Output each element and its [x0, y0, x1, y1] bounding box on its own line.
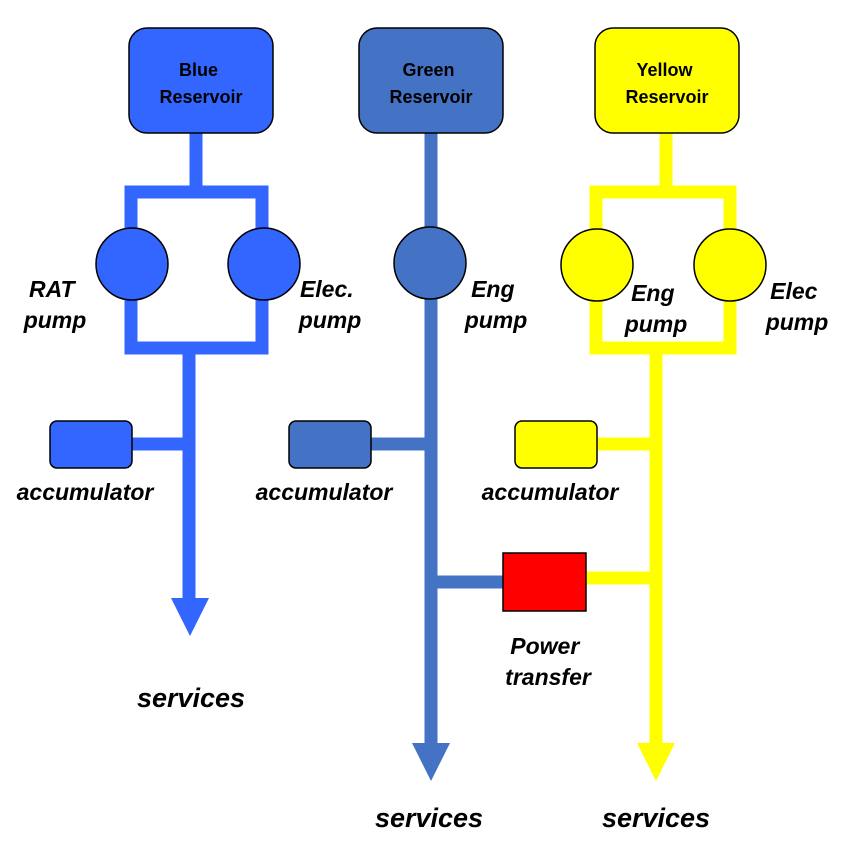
blue-reservoir-line2: Reservoir: [159, 87, 242, 107]
green-eng-pump-label: Eng pump: [464, 276, 528, 333]
blue-elec-pump: [227, 227, 301, 301]
power-transfer-unit: Power transfer: [502, 552, 592, 690]
blue-reservoir-line1: Blue: [179, 60, 218, 80]
yellow-services-label: services: [602, 803, 710, 833]
yellow-eng-pump-line1: Eng: [631, 280, 674, 306]
green-system: Green Reservoir Eng pump accumulator ser…: [256, 27, 528, 833]
green-reservoir-line2: Reservoir: [389, 87, 472, 107]
yellow-services-arrow: [637, 743, 675, 781]
green-accumulator: [288, 420, 372, 469]
blue-elec-pump-line1: Elec.: [300, 276, 354, 302]
yellow-reservoir-line2: Reservoir: [625, 87, 708, 107]
blue-rat-pump-line2: pump: [23, 307, 87, 333]
blue-reservoir-label: Blue Reservoir: [159, 60, 242, 107]
blue-system: Blue Reservoir RAT pump Elec. pump accum…: [17, 27, 362, 713]
blue-accumulator: [49, 420, 133, 469]
power-transfer-box: [502, 552, 587, 612]
blue-rat-pump-label: RAT pump: [23, 276, 87, 333]
green-eng-pump: [393, 226, 467, 300]
blue-rat-pump-line1: RAT: [29, 276, 77, 302]
yellow-elec-pump: [693, 228, 767, 302]
yellow-reservoir-line1: Yellow: [636, 60, 693, 80]
green-services-arrow: [412, 743, 450, 781]
green-reservoir-label: Green Reservoir: [389, 60, 472, 107]
power-transfer-line2: transfer: [505, 664, 592, 690]
blue-elec-pump-label: Elec. pump: [298, 276, 362, 333]
yellow-system: Yellow Reservoir Eng pump Elec pump accu…: [482, 27, 829, 833]
yellow-eng-pump: [560, 228, 634, 302]
blue-services-label: services: [137, 683, 245, 713]
green-services-label: services: [375, 803, 483, 833]
yellow-elec-pump-label: Elec pump: [765, 278, 829, 335]
yellow-elec-pump-line2: pump: [765, 309, 829, 335]
blue-accumulator-label: accumulator: [17, 479, 155, 505]
yellow-accumulator-label: accumulator: [482, 479, 620, 505]
power-transfer-line1: Power: [510, 633, 580, 659]
yellow-eng-pump-line2: pump: [624, 311, 688, 337]
green-reservoir: [358, 27, 504, 134]
blue-elec-pump-line2: pump: [298, 307, 362, 333]
green-accumulator-label: accumulator: [256, 479, 394, 505]
green-eng-pump-line1: Eng: [471, 276, 514, 302]
yellow-accumulator: [514, 420, 598, 469]
yellow-reservoir-label: Yellow Reservoir: [625, 60, 708, 107]
blue-reservoir: [128, 27, 274, 134]
power-transfer-label: Power transfer: [505, 633, 592, 690]
blue-rat-pump: [95, 227, 169, 301]
green-reservoir-line1: Green: [402, 60, 454, 80]
green-eng-pump-line2: pump: [464, 307, 528, 333]
blue-services-arrow: [171, 598, 209, 636]
yellow-elec-pump-line1: Elec: [770, 278, 818, 304]
yellow-eng-pump-label: Eng pump: [624, 280, 688, 337]
yellow-reservoir: [594, 27, 740, 134]
